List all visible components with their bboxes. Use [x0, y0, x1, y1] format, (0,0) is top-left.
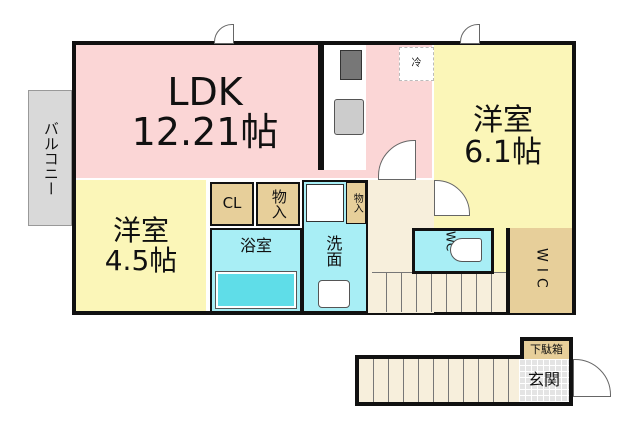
washer-pan — [306, 184, 344, 222]
door[interactable] — [214, 24, 234, 44]
entrance: 玄関 — [519, 359, 569, 402]
toilet-icon — [450, 238, 482, 262]
entrance-door[interactable] — [573, 359, 611, 397]
stove-icon — [340, 50, 362, 80]
walk-in-closet: WIC — [506, 228, 572, 313]
fridge: 冷 — [399, 47, 434, 81]
entrance-staircase — [359, 359, 519, 402]
shoe-box: 下駄箱 — [520, 337, 573, 359]
storage-1: 物入 — [256, 182, 300, 226]
room-ldk — [76, 45, 432, 178]
door[interactable] — [460, 24, 480, 44]
storage-2: 物入 — [346, 182, 366, 224]
balcony: バルコニー — [28, 90, 72, 226]
staircase — [372, 272, 506, 312]
bathroom-label: 浴室 — [239, 235, 272, 255]
closet: CL — [210, 182, 254, 226]
balcony-label: バルコニー — [41, 120, 60, 196]
sink-icon — [334, 99, 364, 135]
wash-basin-icon — [318, 280, 350, 308]
washroom-label: 洗面 — [323, 235, 343, 267]
bathtub-icon — [215, 271, 297, 309]
